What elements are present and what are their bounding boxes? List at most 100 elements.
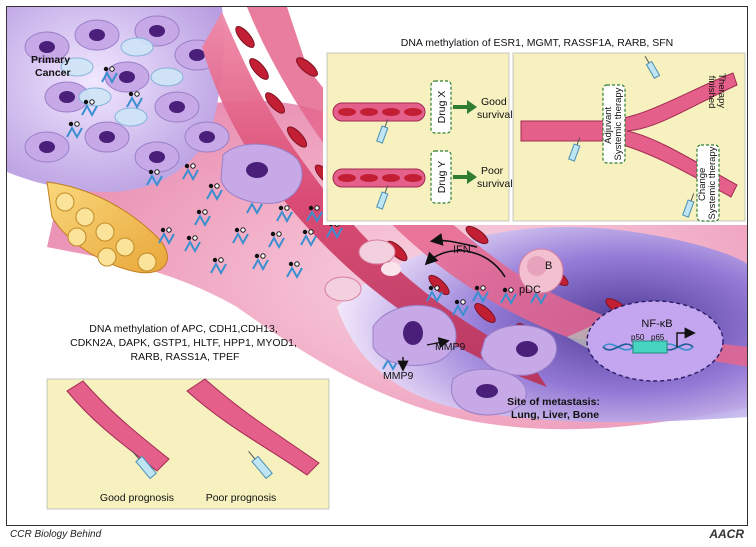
dna-fragment [232, 231, 249, 246]
methyl-group [83, 99, 89, 105]
red-blood-cell [404, 174, 422, 182]
syringe-icon [248, 451, 273, 480]
drug-y-vessel [332, 168, 426, 188]
methyl-group [278, 205, 284, 211]
fat-cell [55, 192, 75, 212]
methyl-group [454, 299, 460, 305]
red-blood-cell [265, 92, 285, 114]
methyl-group [254, 253, 260, 259]
therapy-vessel [520, 72, 738, 198]
methyl-group [302, 229, 308, 235]
methyl-group [212, 257, 218, 263]
methyl-group [148, 169, 154, 175]
methyl-group [260, 253, 266, 259]
ifn-label: IFN [453, 244, 471, 256]
fat-cell [137, 252, 157, 272]
methyl-group [192, 235, 198, 241]
p65-label: p65 [651, 333, 665, 342]
dna-fragment [472, 289, 489, 304]
change-box [696, 144, 720, 222]
methyl-group [196, 209, 202, 215]
nucleus [246, 162, 268, 178]
methyl-group [308, 205, 314, 211]
poor-survival-label: Poor survival [477, 165, 513, 190]
stromal-cell [78, 87, 112, 107]
stromal-cell [114, 107, 148, 127]
dna-fragment [126, 95, 143, 110]
nucleus [149, 151, 165, 163]
dna-fragment [306, 209, 323, 224]
methyl-group [184, 163, 190, 169]
syringe-icon [568, 137, 581, 162]
good-survival-label: Good survival [477, 96, 513, 121]
methyl-group [74, 121, 80, 127]
mmp9-label: MMP9 [383, 370, 413, 382]
dna-fragment [184, 239, 201, 254]
dna-fragment [452, 303, 469, 318]
dna-fragment [81, 103, 98, 118]
fat-cell [75, 207, 95, 227]
good-prognosis-label: Good prognosis [100, 492, 174, 504]
nucleus [99, 131, 115, 143]
red-blood-cell [249, 58, 269, 80]
p50-label: p50 [631, 333, 645, 342]
figure-frame: DNA methylation of ESR1, MGMT, RASSF1A, … [6, 6, 748, 526]
methyl-group [202, 209, 208, 215]
fat-cell [97, 247, 117, 267]
nucleus [189, 49, 205, 61]
nfkb-promoter [632, 340, 668, 354]
poor-prognosis-label: Poor prognosis [206, 492, 277, 504]
white-blood-cell [381, 262, 401, 276]
nucleus [59, 91, 75, 103]
white-blood-cell [324, 276, 362, 302]
methyl-group [89, 99, 95, 105]
primary-cancer-label: Primary Cancer [31, 54, 73, 79]
adjuvant-label: Adjuvant Systemic therapy [603, 87, 624, 160]
drug-y-box [430, 150, 452, 204]
methyl-group [190, 163, 196, 169]
methyl-group [134, 91, 140, 97]
nucleus [39, 141, 55, 153]
dna-fragment [326, 225, 343, 240]
red-blood-cell [360, 108, 378, 116]
methyl-group [186, 235, 192, 241]
footer-left: CCR Biology Behind [10, 529, 102, 540]
nucleus [89, 29, 105, 41]
dna-fragment [194, 213, 211, 228]
methyl-group [160, 227, 166, 233]
top-panel-title: DNA methylation of ESR1, MGMT, RASSF1A, … [401, 37, 674, 49]
primary-cancer-cells [24, 15, 230, 173]
dna-fragment [182, 167, 199, 182]
poor-prognosis-vessel [186, 378, 320, 476]
red-blood-cell [474, 303, 496, 323]
therapy-finished-label: Therapy finished [706, 73, 727, 111]
nucleus [516, 341, 538, 357]
red-blood-cell [360, 174, 378, 182]
illustration: DNA methylation of ESR1, MGMT, RASSF1A, … [7, 7, 747, 510]
red-blood-cell [382, 108, 400, 116]
nucleus [39, 41, 55, 53]
methyl-group [508, 287, 514, 293]
methyl-group [434, 285, 440, 291]
fat-cell [115, 237, 135, 257]
syringe-icon [682, 193, 695, 218]
b-label: B [545, 260, 552, 272]
ifn-arrow [429, 233, 478, 248]
red-blood-cell [235, 26, 255, 48]
adjuvant-box [602, 84, 626, 164]
white-blood-cell [358, 239, 396, 265]
site-of-metastasis-label: Site of metastasis: Lung, Liver, Bone [507, 396, 603, 421]
methyl-group [308, 229, 314, 235]
stromal-cell [60, 57, 94, 77]
methyl-group [218, 257, 224, 263]
good-prognosis-vessel [66, 380, 170, 472]
drug-x-label: Drug X [436, 91, 448, 124]
drug-x-vessel [332, 102, 426, 122]
dna-fragment [101, 70, 118, 85]
methyl-group [208, 183, 214, 189]
nucleus [119, 71, 135, 83]
nucleus [169, 101, 185, 113]
methyl-group [474, 285, 480, 291]
change-label: Change Systemic therapy [697, 146, 718, 219]
